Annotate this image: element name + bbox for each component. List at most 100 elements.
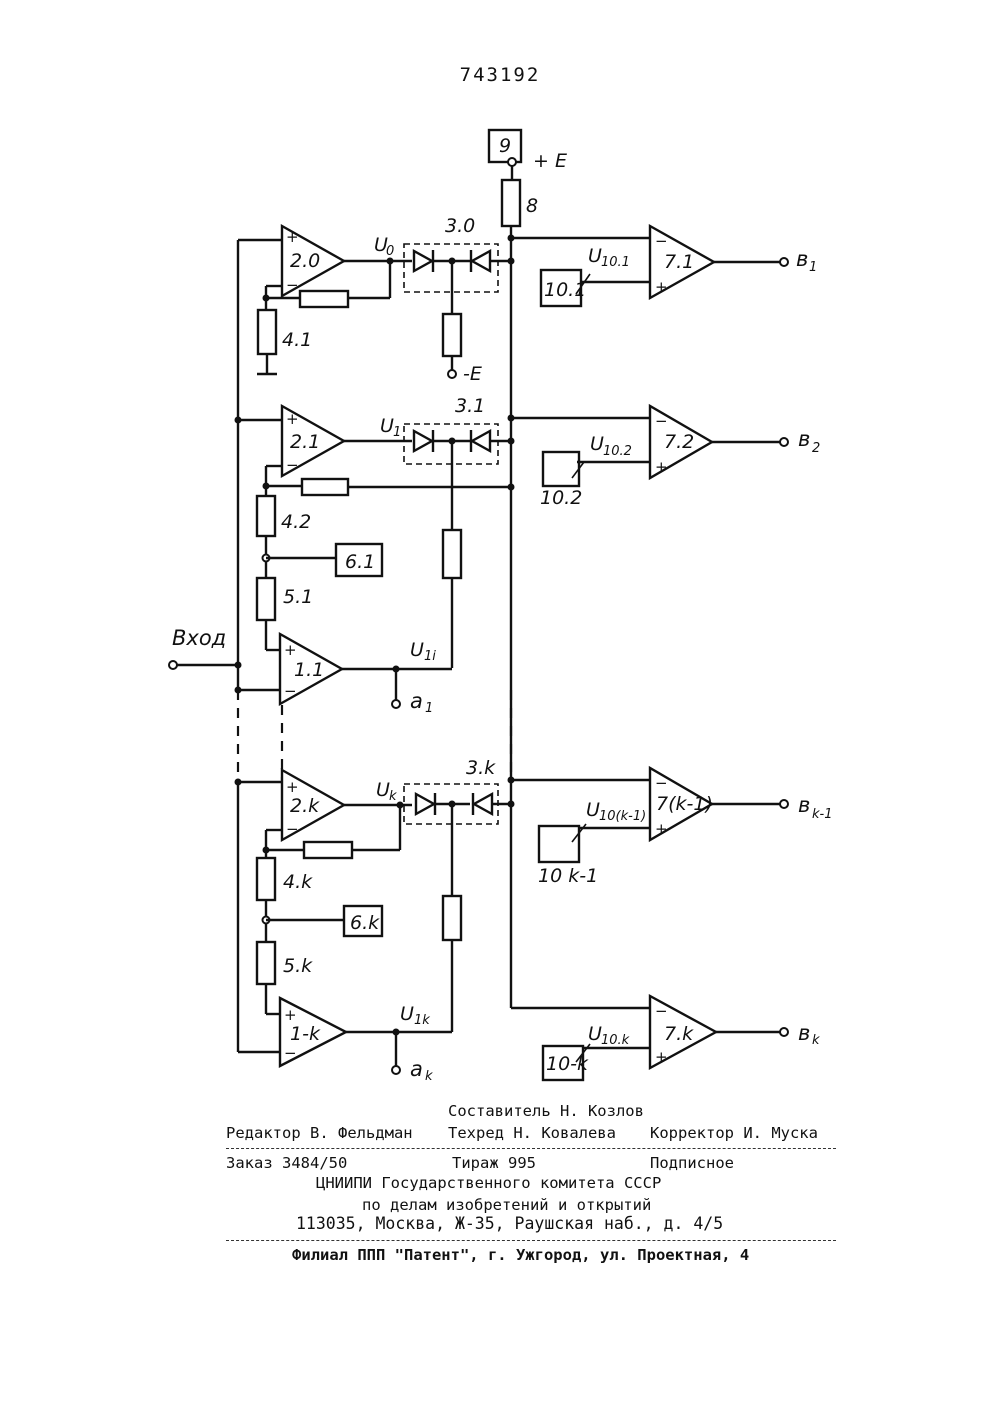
output-b2[interactable] [780,438,788,446]
reference-10-k-1-label: 10 k-1 [538,865,598,887]
u1k-label: U [400,1003,414,1025]
corrector: Корректор И. Муска [650,1124,818,1142]
output-bk-label: в [798,1021,810,1045]
circulation: Тираж 995 [452,1154,536,1172]
divider-top [226,1148,836,1149]
input-terminal[interactable] [169,661,177,669]
svg-text:k-1: k-1 [812,807,833,822]
minus-e-terminal [448,370,456,378]
svg-text:k: k [425,1069,433,1084]
svg-text:2: 2 [812,441,820,456]
output-bk[interactable] [780,1028,788,1036]
svg-text:+: + [284,641,297,659]
svg-text:−: − [284,1044,297,1062]
svg-text:−: − [655,412,668,430]
bias-resistor-1 [443,530,461,578]
u1-label: U [380,415,394,437]
reference-10-k-1 [539,826,579,862]
u10-1-label: U [588,245,602,267]
divider-bottom [226,1240,836,1241]
svg-text:+: + [286,778,299,796]
svg-text:+: + [286,228,299,246]
output-a1[interactable] [392,700,400,708]
resistor-5-1-label: 5.1 [283,586,313,608]
svg-text:10.1: 10.1 [601,255,630,270]
svg-text:0: 0 [386,244,394,259]
address: 113035, Москва, Ж-35, Раушская наб., д. … [296,1214,723,1233]
plus-e-label: + E [533,150,567,172]
svg-text:k: k [389,789,397,804]
svg-text:1k: 1k [414,1013,430,1028]
plus-e-terminal [508,158,516,166]
svg-text:+: + [286,410,299,428]
diode-group-3-1-label: 3.1 [455,395,485,417]
output-bk-1[interactable] [780,800,788,808]
resistor-4-2-label: 4.2 [281,511,311,533]
diode-group-3-k-label: 3.k [466,757,496,779]
svg-text:−: − [286,820,299,838]
resistor-4-1 [258,310,276,354]
u1i-label: U [410,639,424,661]
svg-text:10.2: 10.2 [603,444,632,459]
svg-text:1i: 1i [424,649,436,664]
svg-text:−: − [655,232,668,250]
resistor-4-2 [257,496,275,536]
subscription: Подписное [650,1154,734,1172]
svg-text:1: 1 [809,260,817,275]
feedback-resistor-k [304,842,352,858]
output-bk-1-label: в [798,793,810,817]
bias-resistor-0 [443,314,461,356]
diode-group-3-0-label: 3.0 [445,215,475,237]
reference-10-1-label: 10.1 [544,279,586,301]
svg-text:+: + [284,1006,297,1024]
output-ak-label: a [410,1057,423,1081]
composer: Составитель Н. Козлов [448,1102,644,1120]
u10-k-label: U [588,1023,602,1045]
svg-text:k: k [812,1033,820,1048]
svg-text:−: − [286,456,299,474]
output-a1-label: a [410,689,423,713]
svg-text:10.k: 10.k [601,1033,630,1048]
svg-text:−: − [284,682,297,700]
svg-text:−: − [286,276,299,294]
resistor-4-1-label: 4.1 [282,329,312,351]
output-b1-label: в [796,247,808,271]
techred: Техред Н. Ковалева [448,1124,616,1142]
u10-k-1-label: U [586,799,600,821]
editor: Редактор В. Фельдман [226,1124,413,1142]
output-ak[interactable] [392,1066,400,1074]
comparator-7-k-label: 7.k [664,1023,694,1045]
resistor-4-k-label: 4.k [283,871,313,893]
reference-10-k-label: 10-k [546,1053,589,1075]
feedback-resistor-0 [300,291,348,307]
svg-text:10(k-1): 10(k-1) [599,809,646,824]
output-b2-label: в [798,427,810,451]
svg-text:+: + [655,1048,668,1066]
comparator-2-1-label: 2.1 [290,431,320,453]
block-9-label: 9 [499,135,511,157]
comparator-2-0-label: 2.0 [290,250,320,272]
svg-text:1: 1 [393,425,401,440]
reference-10-2-label: 10.2 [540,487,582,509]
u10-2-label: U [590,433,604,455]
comparator-7-1-label: 7.1 [664,251,694,273]
reference-10-2 [543,452,579,486]
amplifier-1-k-label: 1-k [290,1023,321,1045]
source-6-k-label: 6.k [350,912,380,934]
source-6-1-label: 6.1 [345,551,375,573]
uk-label: U [376,779,390,801]
resistor-5-k-label: 5.k [283,955,313,977]
resistor-5-1 [257,578,275,620]
svg-text:−: − [655,774,668,792]
feedback-resistor-1 [302,479,348,495]
svg-text:+: + [655,820,668,838]
resistor-5-k [257,942,275,984]
svg-text:+: + [655,278,668,296]
comparator-2-k-label: 2.k [290,795,320,817]
bias-resistor-k [443,896,461,940]
amplifier-1-1-label: 1.1 [294,659,324,681]
svg-text:1: 1 [425,701,433,716]
output-b1[interactable] [780,258,788,266]
resistor-8 [502,180,520,226]
comparator-7-k-1-label: 7(k-1) [656,793,713,815]
